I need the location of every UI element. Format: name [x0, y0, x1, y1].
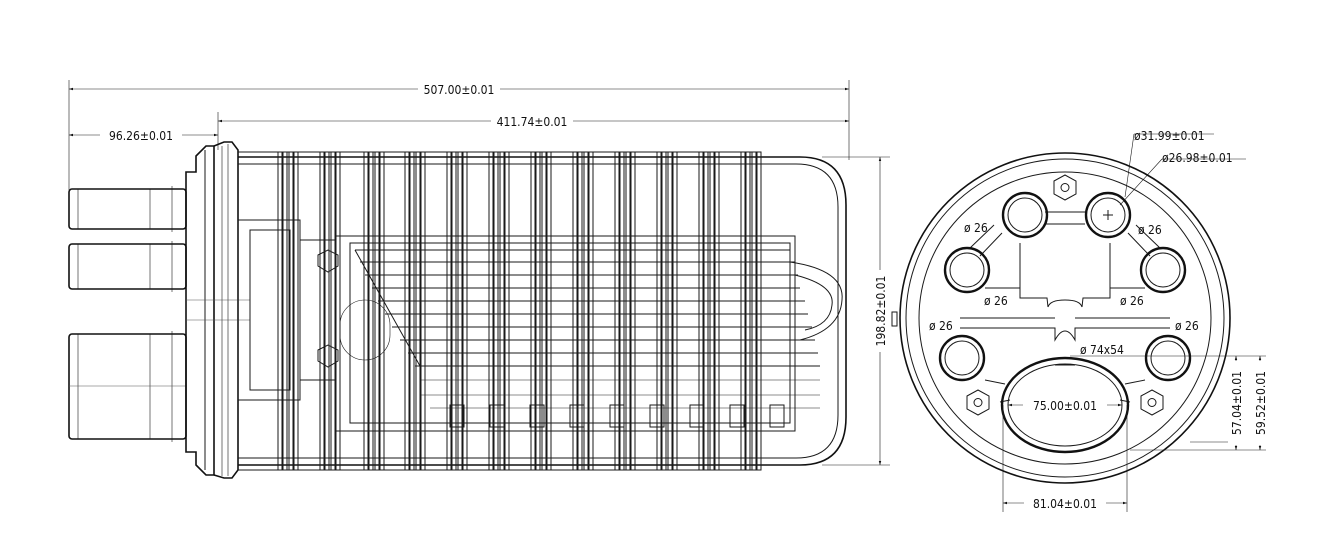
oval-pitch-label: 81.04±0.01: [1033, 497, 1097, 511]
port-size-labels: ø 26 ø 26 ø 26 ø 26 ø 26 ø 26 ø 74x54: [929, 221, 1199, 357]
port-label-mid-left: ø 26: [984, 294, 1008, 308]
clamp-ring: [740, 151, 762, 471]
clamp-ring: [656, 151, 678, 471]
side-view: 507.00±0.01 411.74±0.01 96.26±0.01 198.8…: [68, 80, 890, 479]
cable-port-bottom: [68, 331, 187, 442]
mounting-bracket: [237, 219, 339, 401]
oval-offset-b-label: 59.52±0.01: [1254, 371, 1268, 435]
height-dimension: 198.82±0.01: [822, 156, 890, 466]
overall-length-label: 507.00±0.01: [424, 83, 495, 97]
cable-port-top: [68, 186, 187, 232]
hex-bolt-right: [1140, 389, 1164, 416]
clamp-ring: [614, 151, 636, 471]
hex-bolt-top: [1053, 174, 1077, 201]
fiber-clips: [449, 404, 785, 428]
oval-width-dimension: 75.00±0.01: [1008, 397, 1122, 413]
port-lower-left: [938, 334, 986, 382]
cable-ports: [68, 186, 187, 442]
port-mid-left: [943, 246, 991, 294]
clamp-rings: [277, 151, 762, 471]
outer-rings: [891, 152, 1231, 484]
port-label-lower-right: ø 26: [1175, 319, 1199, 333]
outer-port-diameter-label: ø31.99±0.01: [1134, 129, 1205, 143]
flange-offset-dimension: 96.26±0.01: [69, 127, 218, 143]
height-label: 198.82±0.01: [874, 276, 888, 347]
port-label-upper-left: ø 26: [964, 221, 988, 235]
overall-length-dimension: 507.00±0.01: [68, 80, 850, 190]
flange-offset-label: 96.26±0.01: [109, 129, 173, 143]
clamp-ring: [319, 151, 341, 471]
port-upper-right: [1084, 191, 1132, 239]
inner-port-diameter-label: ø26.98±0.01: [1162, 151, 1233, 165]
port-webbing: [960, 211, 1170, 403]
clamp-ring: [404, 151, 426, 471]
oval-offset-a-label: 57.04±0.01: [1230, 371, 1244, 435]
body-length-label: 411.74±0.01: [497, 115, 568, 129]
oval-offset-dimensions: 57.04±0.01 59.52±0.01: [1070, 355, 1268, 451]
port-upper-left: [1001, 191, 1049, 239]
clamp-ring: [698, 151, 720, 471]
body-length-dimension: 411.74±0.01: [217, 112, 849, 150]
clamp-ring: [277, 151, 299, 471]
port-diameter-callouts: ø31.99±0.01 ø26.98±0.01: [1119, 129, 1246, 206]
base-flange: [185, 141, 250, 479]
clamp-ring: [572, 151, 594, 471]
port-lower-right: [1144, 334, 1192, 382]
oval-pitch-dimension: 81.04±0.01: [1002, 405, 1128, 512]
end-view: ø 26 ø 26 ø 26 ø 26 ø 26 ø 26 ø 74x54 ø3…: [891, 129, 1268, 512]
clamp-ring: [363, 151, 385, 471]
port-label-mid-right: ø 26: [1120, 294, 1144, 308]
hex-bolt-left: [966, 389, 990, 416]
cable-port-middle: [68, 241, 187, 292]
oval-width-label: 75.00±0.01: [1033, 399, 1097, 413]
port-label-lower-left: ø 26: [929, 319, 953, 333]
clamp-ring: [488, 151, 510, 471]
clamp-ring: [446, 151, 468, 471]
port-mid-right: [1139, 246, 1187, 294]
oval-port-size-label: ø 74x54: [1080, 343, 1124, 357]
clamp-ring: [530, 151, 552, 471]
port-label-upper-right: ø 26: [1138, 223, 1162, 237]
